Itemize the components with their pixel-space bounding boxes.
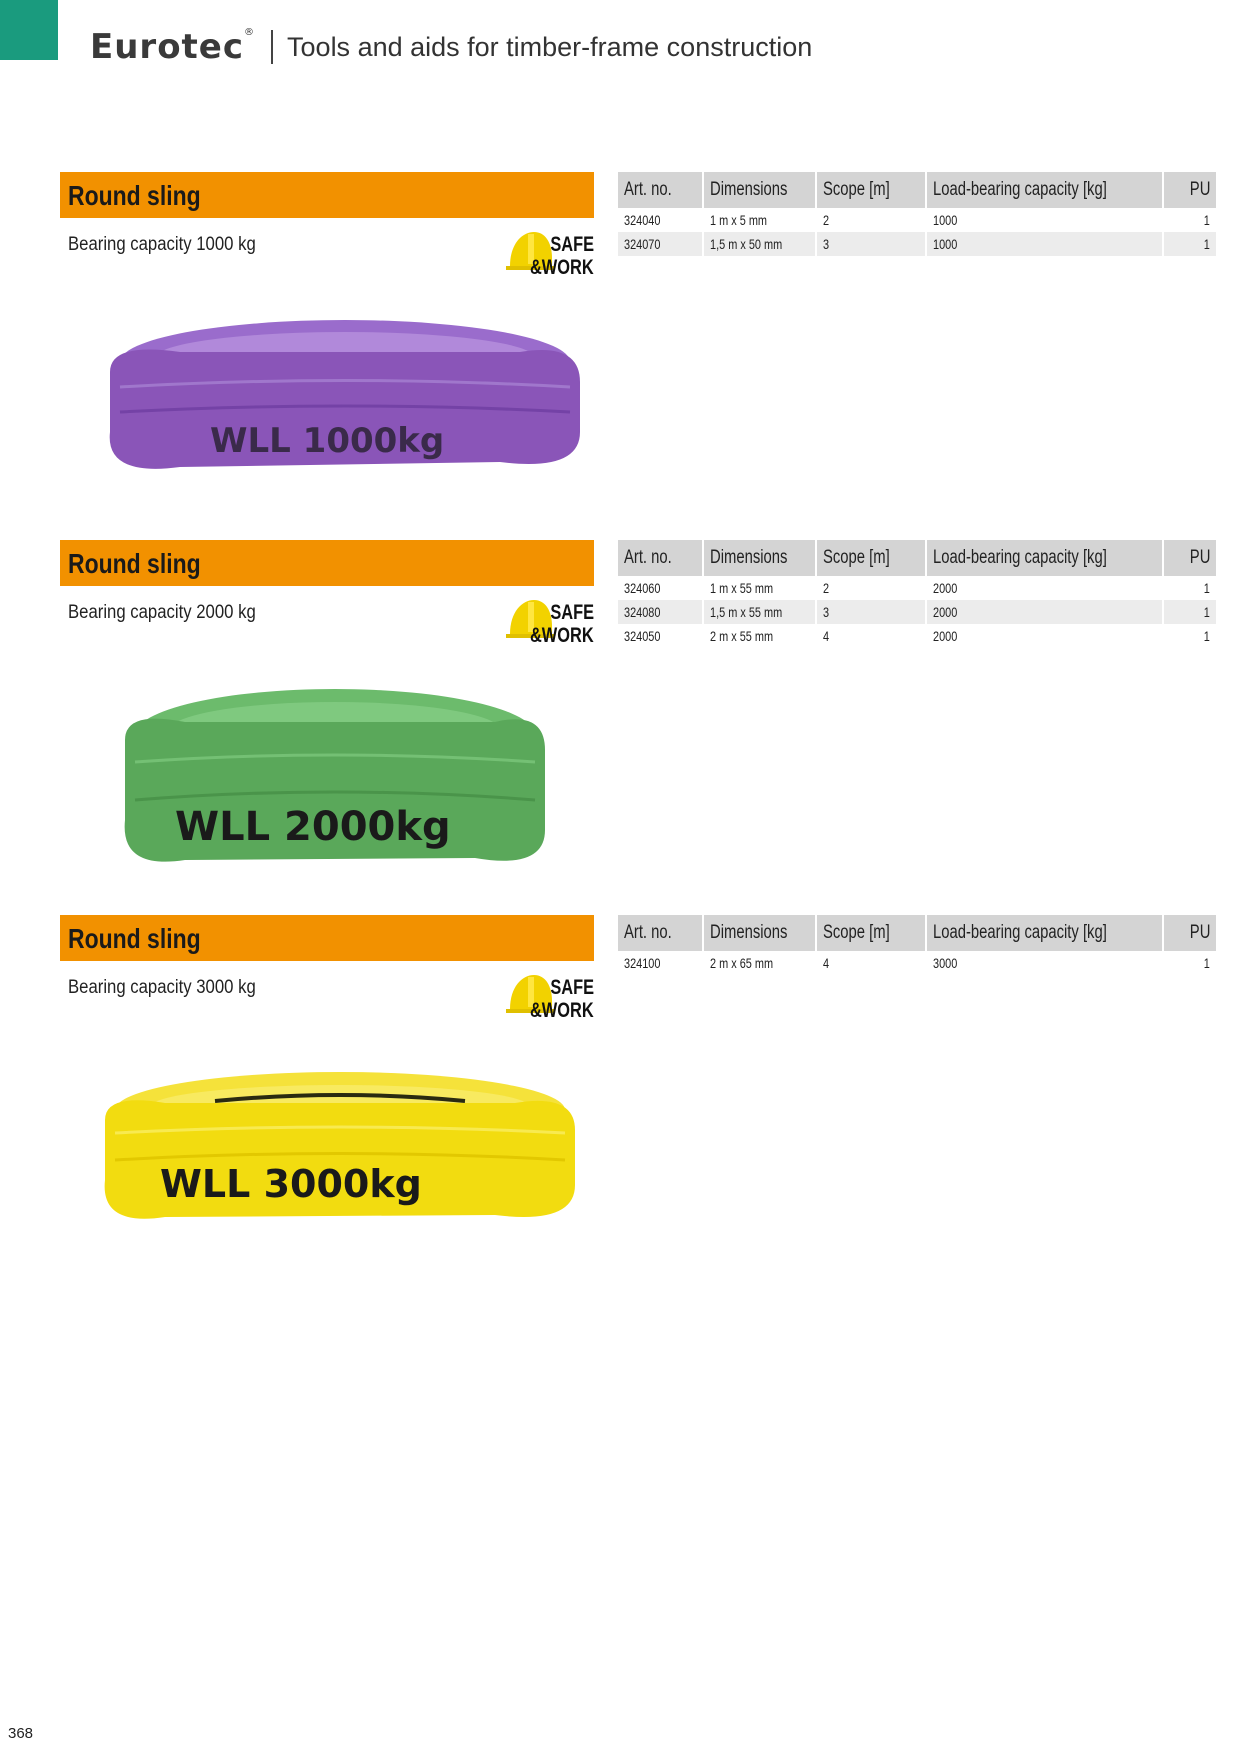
product-image-yellow-sling: WLL 3000kg — [104, 1072, 576, 1219]
col-scope: Scope [m] — [817, 915, 926, 951]
header-separator — [271, 30, 274, 64]
col-dimensions: Dimensions — [704, 915, 816, 951]
safe-work-badge: SAFE &WORK — [506, 228, 600, 284]
col-capacity: Load-bearing capacity [kg] — [927, 172, 1163, 208]
safe-work-badge: SAFE &WORK — [506, 596, 600, 652]
article-table: Art. no. Dimensions Scope [m] Load-beari… — [616, 540, 1218, 648]
col-dimensions: Dimensions — [704, 540, 816, 576]
col-capacity: Load-bearing capacity [kg] — [927, 540, 1163, 576]
corner-accent — [0, 0, 58, 60]
col-art-no: Art. no. — [618, 915, 702, 951]
col-pu: PU — [1164, 915, 1216, 951]
page-header: Eurotec® Tools and aids for timber-frame… — [90, 22, 812, 72]
badge-text-safe: SAFE — [550, 601, 594, 624]
product-label: WLL 2000kg — [175, 804, 451, 850]
page-title: Tools and aids for timber-frame construc… — [287, 31, 813, 62]
col-dimensions: Dimensions — [704, 172, 816, 208]
hard-hat-icon — [506, 975, 554, 1013]
article-table: Art. no. Dimensions Scope [m] Load-beari… — [616, 915, 1218, 975]
brand-logo: Eurotec® — [90, 27, 256, 67]
section-title-bar: Round sling — [60, 915, 594, 961]
col-art-no: Art. no. — [618, 172, 702, 208]
col-pu: PU — [1164, 172, 1216, 208]
product-label: WLL 1000kg — [210, 421, 444, 461]
product-image-green-sling: WLL 2000kg — [124, 689, 546, 862]
badge-text-safe: SAFE — [550, 976, 594, 999]
col-art-no: Art. no. — [618, 540, 702, 576]
product-section-3: Round sling Bearing capacity 3000 kg SAF… — [60, 915, 1216, 1245]
hard-hat-icon — [506, 600, 554, 638]
badge-text-work: &WORK — [530, 999, 594, 1022]
section-title-bar: Round sling — [60, 540, 594, 586]
product-section-1: Round sling Bearing capacity 1000 kg SAF… — [60, 172, 1216, 502]
col-pu: PU — [1164, 540, 1216, 576]
safe-work-badge: SAFE &WORK — [506, 971, 600, 1027]
section-subtitle: Bearing capacity 2000 kg — [68, 602, 256, 623]
section-subtitle: Bearing capacity 1000 kg — [68, 234, 256, 255]
col-scope: Scope [m] — [817, 540, 926, 576]
badge-text-safe: SAFE — [550, 233, 594, 256]
col-capacity: Load-bearing capacity [kg] — [927, 915, 1163, 951]
badge-text-work: &WORK — [530, 624, 594, 647]
article-table: Art. no. Dimensions Scope [m] Load-beari… — [616, 172, 1218, 256]
section-title: Round sling — [68, 548, 201, 579]
product-section-2: Round sling Bearing capacity 2000 kg SAF… — [60, 540, 1216, 880]
page-number: 368 — [8, 1725, 34, 1742]
section-subtitle: Bearing capacity 3000 kg — [68, 977, 256, 998]
badge-text-work: &WORK — [530, 256, 594, 279]
section-title-bar: Round sling — [60, 172, 594, 218]
section-title: Round sling — [68, 180, 201, 211]
hard-hat-icon — [506, 232, 554, 270]
product-label: WLL 3000kg — [160, 1162, 422, 1206]
col-scope: Scope [m] — [817, 172, 926, 208]
section-title: Round sling — [68, 923, 201, 954]
product-image-purple-sling: WLL 1000kg — [109, 320, 580, 469]
